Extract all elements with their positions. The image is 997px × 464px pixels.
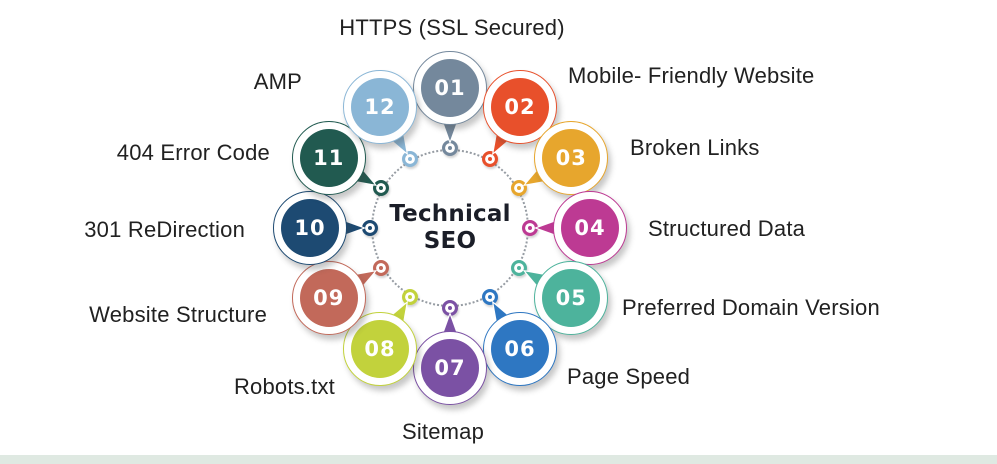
ring-node-09	[372, 260, 389, 276]
item-label-04: Structured Data	[648, 216, 806, 241]
pin-disc-06: 06	[491, 320, 549, 379]
pin-disc-10: 10	[281, 199, 339, 257]
pin-number-03: 03	[555, 146, 587, 170]
center-title-line2: SEO	[423, 228, 477, 254]
pin-number-09: 09	[313, 286, 345, 310]
pin-number-08: 08	[364, 337, 396, 362]
ring-node-12	[402, 150, 418, 167]
item-label-07: Sitemap	[401, 419, 485, 444]
item-label-06: Page Speed	[567, 364, 691, 389]
pin-02: 02	[483, 69, 557, 144]
pin-number-11: 11	[313, 146, 345, 170]
pin-disc-11: 11	[299, 129, 358, 187]
pin-disc-09: 09	[299, 269, 358, 327]
item-label-10: 301 ReDirection	[84, 217, 245, 242]
pin-03: 03	[534, 121, 609, 195]
item-label-01: HTTPS (SSL Secured)	[339, 15, 565, 40]
pin-12: 12	[343, 69, 417, 144]
pin-01: 01	[413, 51, 487, 125]
pin-disc-12: 12	[351, 77, 409, 136]
center-title: Technical SEO	[389, 201, 510, 255]
center-title-line1: Technical	[389, 201, 511, 227]
pin-06: 06	[483, 312, 557, 387]
item-label-11: 404 Error Code	[116, 140, 270, 165]
pin-10: 10	[273, 191, 347, 265]
pin-disc-02: 02	[491, 77, 549, 136]
pin-04: 04	[553, 191, 627, 265]
pin-number-02: 02	[504, 94, 536, 119]
pin-disc-08: 08	[351, 320, 409, 379]
item-label-03: Broken Links	[630, 135, 760, 160]
pin-number-01: 01	[434, 76, 466, 100]
pin-number-10: 10	[294, 216, 326, 240]
pin-number-12: 12	[364, 94, 396, 119]
item-label-02: Mobile- Friendly Website	[568, 63, 815, 88]
pin-disc-07: 07	[421, 339, 479, 397]
pin-disc-05: 05	[542, 269, 601, 327]
ring-node-05	[511, 260, 528, 276]
pin-disc-03: 03	[542, 129, 601, 187]
pin-number-04: 04	[574, 216, 606, 240]
pin-number-05: 05	[555, 286, 587, 310]
pin-07: 07	[413, 331, 487, 405]
pin-disc-01: 01	[421, 59, 479, 117]
pin-number-07: 07	[434, 356, 466, 380]
pin-08: 08	[343, 312, 417, 387]
ring-node-03	[511, 180, 528, 196]
item-label-05: Preferred Domain Version	[622, 295, 880, 320]
ring-node-06	[482, 289, 498, 306]
pin-number-06: 06	[504, 337, 536, 362]
pin-09: 09	[291, 261, 366, 335]
item-label-08: Robots.txt	[233, 374, 335, 399]
item-label-09: Website Structure	[89, 302, 267, 327]
bottom-strip	[0, 455, 997, 464]
item-label-12: AMP	[253, 69, 302, 94]
ring-node-08	[402, 289, 418, 306]
pin-11: 11	[291, 121, 366, 195]
pin-disc-04: 04	[561, 199, 619, 257]
ring-node-11	[372, 180, 389, 196]
ring-node-02	[482, 150, 498, 167]
